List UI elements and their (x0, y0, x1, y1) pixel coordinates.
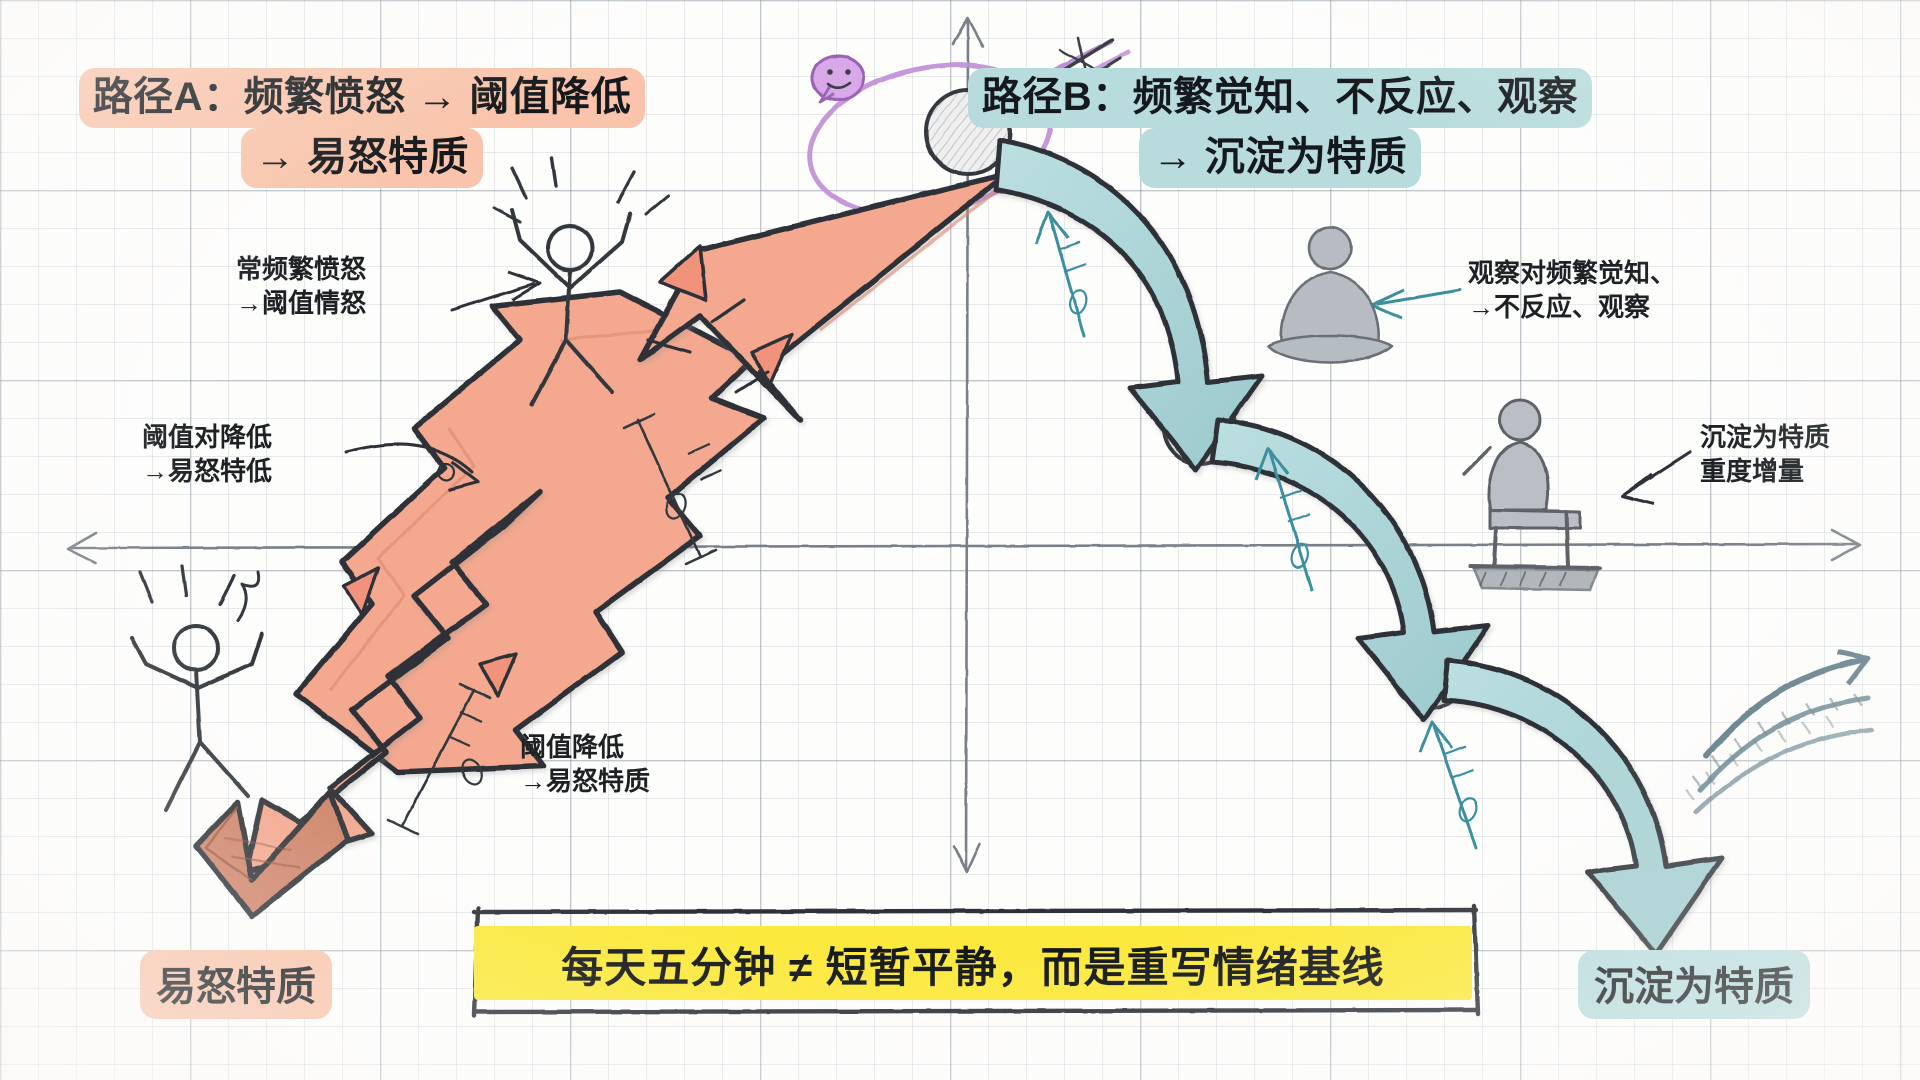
sitting-figure (1462, 398, 1602, 592)
annotation-a-mid: 阈值对降低 →易怒特低 (142, 420, 272, 489)
path-b-curve-segment-3 (1441, 657, 1725, 957)
annotation-a-low: 阈值降低 →易怒特质 (520, 730, 650, 799)
horizontal-axis (66, 528, 1862, 565)
annotation-b-top-line1: 观察对频繁觉知、 (1468, 258, 1677, 288)
annotation-b-top: 观察对频繁觉知、 →不反应、观察 (1468, 256, 1676, 325)
path-b-title: 路径B：频繁觉知、不反应、观察 → 沉淀为特质 (960, 68, 1600, 188)
path-b-title-line1: 路径B：频繁觉知、不反应、观察 (967, 68, 1593, 128)
annotation-a-top-line1: 常频繁愤怒 (236, 254, 367, 284)
annotation-pointer-b1 (1370, 288, 1462, 320)
annotation-a-mid-line2: →易怒特低 (142, 456, 273, 487)
end-label-right: 沉淀为特质 (1578, 950, 1810, 1019)
annotation-a-mid-line1: 阈值对降低 (142, 422, 273, 452)
annotation-pointer-b2 (1620, 450, 1692, 506)
angry-stick-figure-lower (130, 564, 264, 812)
measure-arrow-b1 (1034, 210, 1088, 338)
annotation-b-mid-line1: 沉淀为特质 (1700, 422, 1831, 452)
annotation-a-top-line2: →阈值情怒 (236, 288, 367, 319)
smiley-face-icon (810, 54, 866, 104)
path-a-title-line1: 路径A：频繁愤怒 → 阈值降低 (78, 68, 646, 128)
growth-terrace-doodle (1685, 649, 1875, 815)
annotation-a-top: 常频繁愤怒 →阈值情怒 (236, 252, 366, 321)
path-a-title: 路径A：频繁愤怒 → 阈值降低 → 易怒特质 (62, 68, 662, 188)
annotation-b-mid-line2: 重度增量 (1700, 456, 1805, 487)
end-label-right-text: 沉淀为特质 (1578, 950, 1810, 1019)
annotation-b-mid: 沉淀为特质 重度增量 (1700, 420, 1830, 489)
key-message-banner: 每天五分钟 ≠ 短暂平静，而是重写情绪基线 (468, 920, 1478, 1008)
measure-arrow-b3 (1418, 720, 1478, 850)
annotation-a-low-line1: 阈值降低 (520, 732, 625, 762)
banner-text: 每天五分钟 ≠ 短暂平静，而是重写情绪基线 (561, 943, 1385, 991)
path-b-title-line2: → 沉淀为特质 (1138, 128, 1422, 188)
path-a-title-line2: → 易怒特质 (240, 128, 484, 188)
meditating-figure (1266, 225, 1394, 364)
annotation-a-low-line2: →易怒特质 (520, 766, 651, 797)
annotation-b-top-line2: →不反应、观察 (1468, 292, 1651, 323)
end-label-left: 易怒特质 (140, 950, 332, 1019)
end-label-left-text: 易怒特质 (140, 950, 332, 1019)
